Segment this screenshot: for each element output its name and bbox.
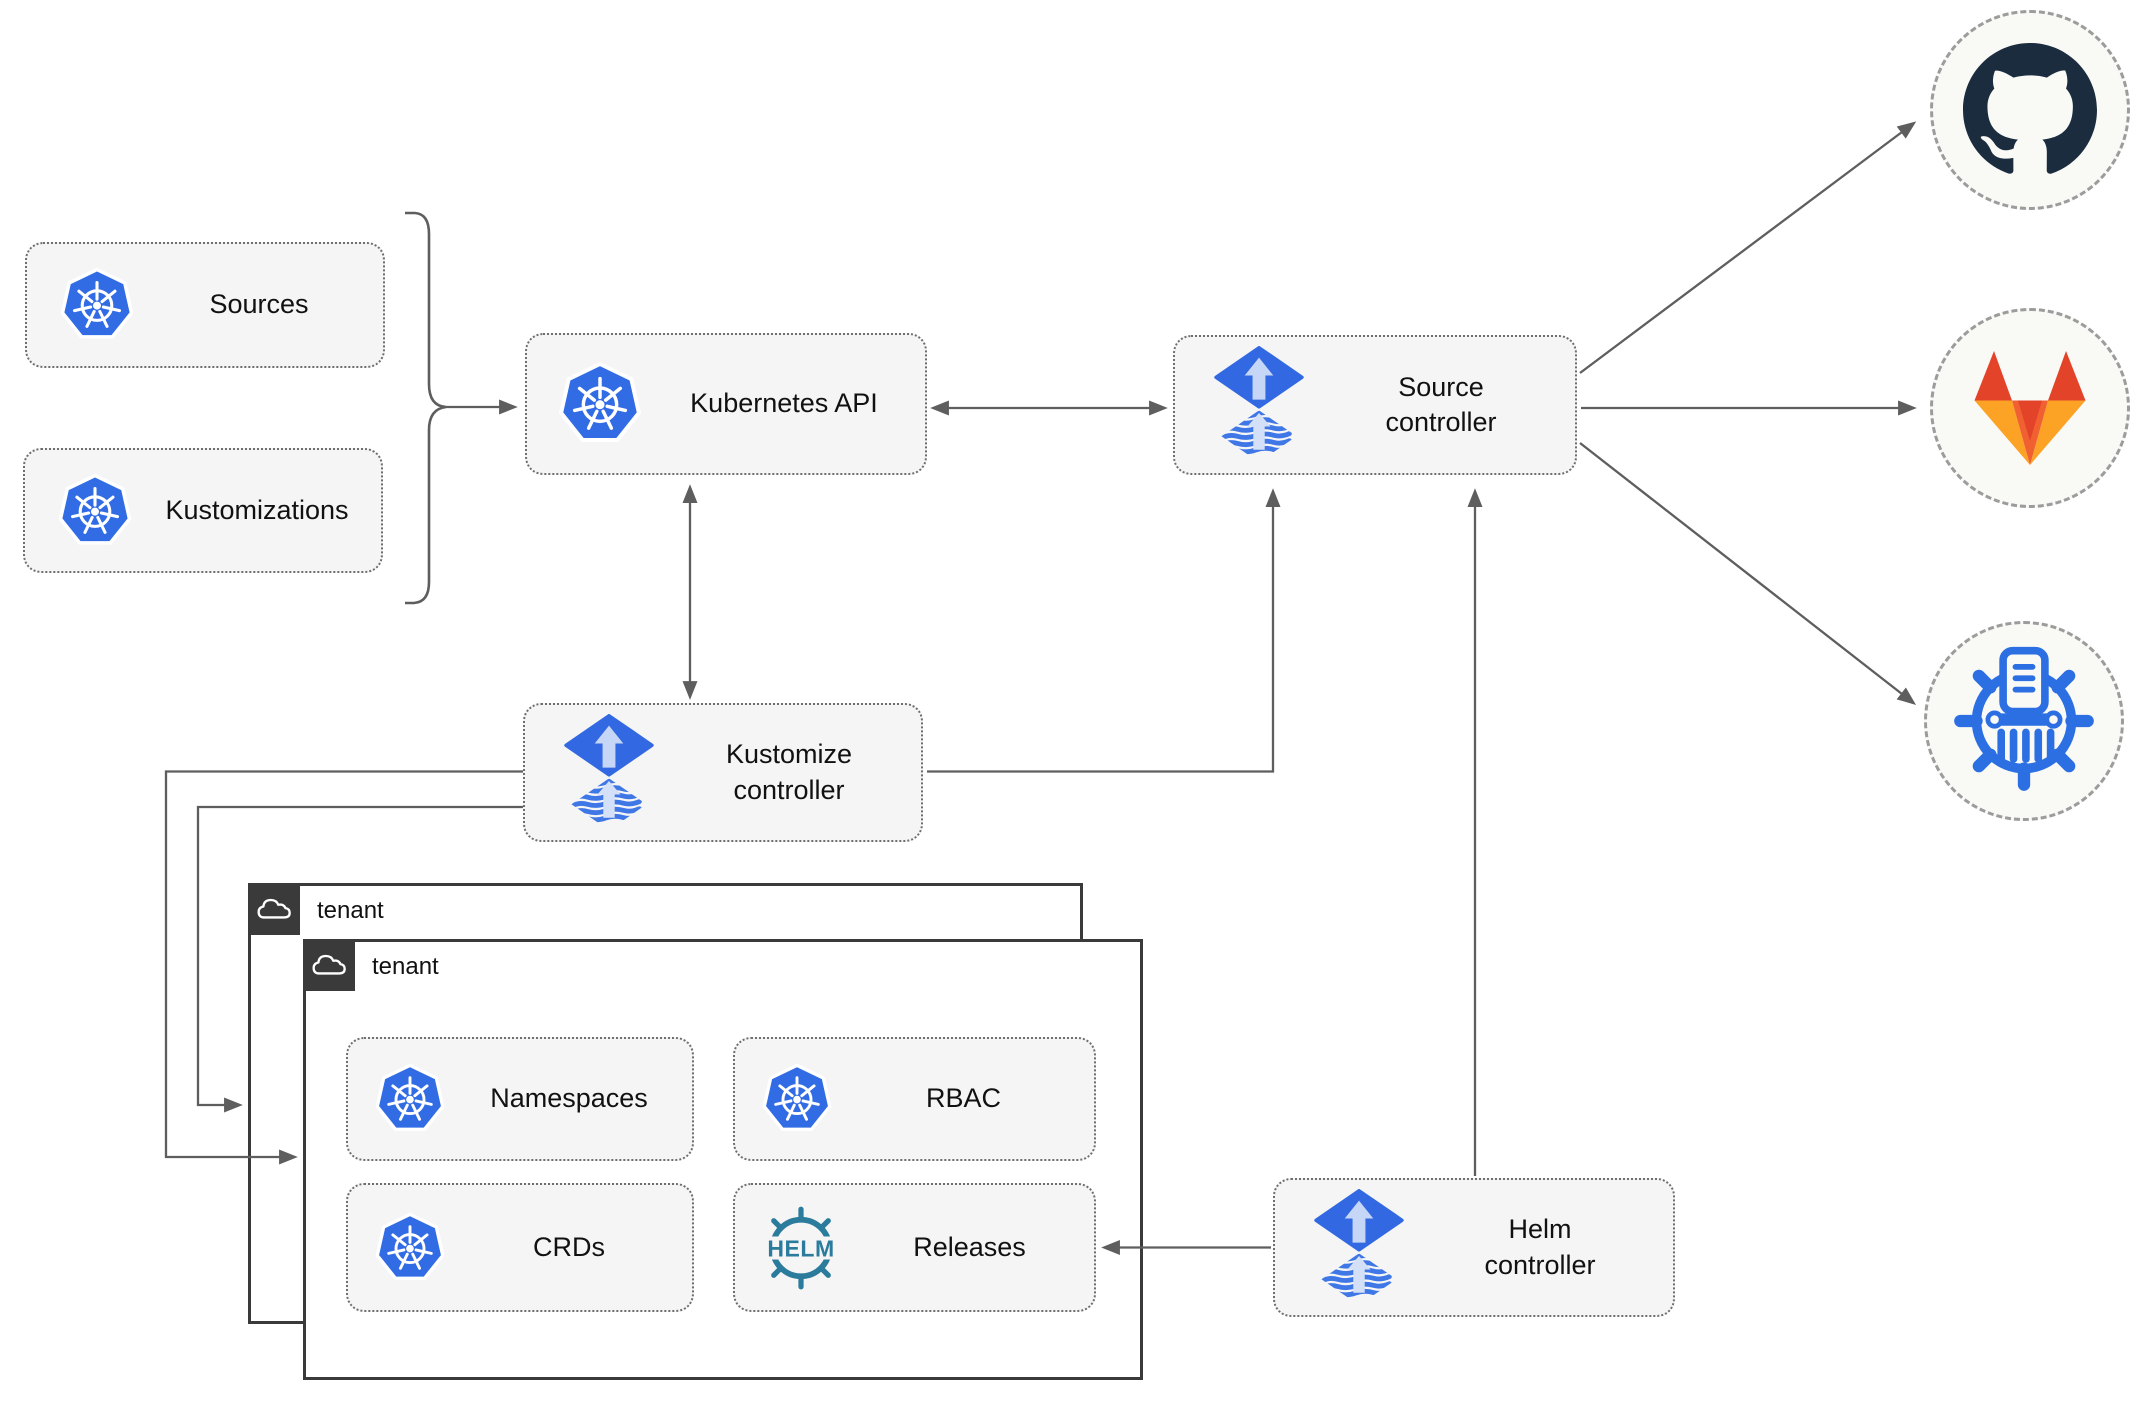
namespaces-label: Namespaces xyxy=(490,1083,648,1114)
arrow-source-to-github xyxy=(1579,121,1917,374)
flux-icon xyxy=(1211,346,1307,464)
kustomize-controller-label-line2: controller xyxy=(733,774,845,805)
crds-label: CRDs xyxy=(533,1231,605,1262)
chartmuseum-endpoint xyxy=(1924,621,2124,821)
namespaces-node: Namespaces xyxy=(346,1037,694,1161)
kubernetes-api-node: Kubernetes API xyxy=(525,333,927,475)
sources-label: Sources xyxy=(209,289,309,320)
tenant-back-label: tenant xyxy=(317,897,384,924)
kustomize-controller-node: Kustomize controller xyxy=(523,703,923,842)
source-controller-node: Source controller xyxy=(1173,335,1577,475)
chartmuseum-icon xyxy=(1954,646,2094,791)
arrow-source-to-chartmuseum xyxy=(1579,442,1917,705)
kubernetes-icon xyxy=(374,1211,446,1285)
source-controller-label-line2: controller xyxy=(1385,407,1497,437)
tenant-front-label: tenant xyxy=(372,953,439,980)
releases-label: Releases xyxy=(913,1231,1026,1262)
helm-controller-node: Helm controller xyxy=(1273,1178,1675,1317)
cloud-icon xyxy=(248,883,300,935)
crds-node: CRDs xyxy=(346,1183,694,1312)
flux-icon xyxy=(1311,1189,1407,1307)
kubernetes-icon xyxy=(374,1062,446,1136)
kubernetes-api-label: Kubernetes API xyxy=(690,388,878,419)
arrow-kustomize-to-source xyxy=(927,488,1281,773)
resources-brace xyxy=(405,211,447,605)
helm-logo-text: HELM xyxy=(767,1235,834,1261)
kustomizations-node: Kustomizations xyxy=(23,448,383,573)
gitlab-endpoint xyxy=(1930,308,2130,508)
sources-node: Sources xyxy=(25,242,385,368)
rbac-label: RBAC xyxy=(925,1083,1001,1114)
helm-controller-label-line1: Helm xyxy=(1508,1214,1572,1245)
kustomizations-label: Kustomizations xyxy=(165,494,349,525)
github-endpoint xyxy=(1930,10,2130,210)
kustomize-controller-label-line1: Kustomize xyxy=(725,739,853,770)
kubernetes-icon xyxy=(57,472,133,550)
releases-node: HELM Releases xyxy=(733,1183,1096,1312)
kubernetes-icon xyxy=(557,360,643,448)
rbac-node: RBAC xyxy=(733,1037,1096,1161)
github-icon xyxy=(1963,43,2097,174)
helm-controller-label-line2: controller xyxy=(1484,1249,1596,1280)
flux-icon xyxy=(561,714,657,832)
gitlab-icon xyxy=(1974,351,2086,465)
kubernetes-icon xyxy=(59,266,135,344)
helm-icon: HELM xyxy=(763,1206,839,1289)
kubernetes-icon xyxy=(761,1062,833,1136)
cloud-icon xyxy=(303,939,355,991)
source-controller-label-line1: Source xyxy=(1398,371,1484,402)
